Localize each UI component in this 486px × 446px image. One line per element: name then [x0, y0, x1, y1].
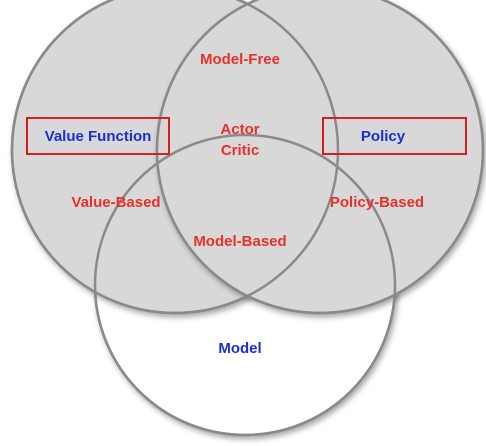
- value-based-label: Value-Based: [71, 194, 160, 211]
- policy-based-label: Policy-Based: [330, 194, 424, 211]
- policy-box: [322, 117, 467, 155]
- policy-outline: [155, 0, 485, 315]
- value-function-box: [26, 117, 170, 155]
- value-function-label: Value Function: [45, 128, 152, 145]
- model-label: Model: [218, 340, 261, 357]
- policy-label: Policy: [361, 128, 406, 145]
- model-outline: [93, 133, 397, 437]
- model-based-label: Model-Based: [193, 233, 286, 250]
- critic-label: Critic: [221, 142, 259, 159]
- model-free-label: Model-Free: [200, 51, 280, 68]
- value-function-outline: [10, 0, 340, 315]
- actor-label: Actor: [220, 121, 259, 138]
